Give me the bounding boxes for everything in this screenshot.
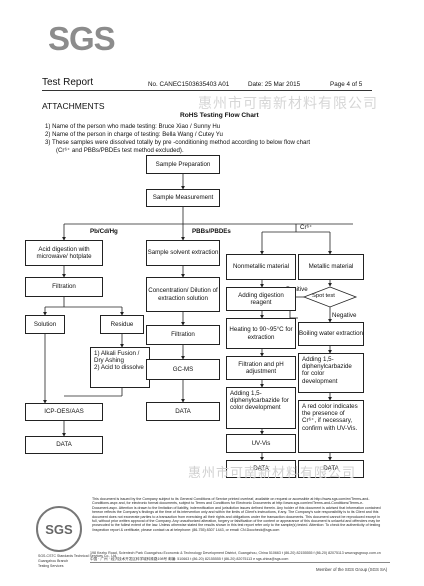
flow-chart-title: RoHS Testing Flow Chart [180,112,259,119]
watermark-top: 惠州市可南新材料有限公司 [198,95,378,111]
solution-box: Solution [25,315,65,334]
report-date: Date: 25 Mar 2015 [248,81,301,88]
sgs-logo: SGS [48,20,116,57]
seal-logo-text: SGS [45,521,73,537]
watermark-bottom: 惠州市可南新材料有限公司 [188,465,357,480]
metallic-material-box: Metallic material [298,254,364,280]
data-box-4: DATA [298,460,364,478]
seal-line-1: SGS-CSTC Standards Technical Services Co… [38,554,118,558]
note-1: 1) Name of the person who made testing: … [45,123,221,130]
note-2: 2) Name of the person in charge of testi… [45,131,223,138]
report-title: Test Report [42,77,94,88]
header-divider [42,90,372,91]
label-positive: Positive [286,286,308,293]
alkali-fusion-box: 1) Alkali Fusion / Dry Ashing 2) Acid to… [90,347,150,388]
note-4: (Cr⁶⁺ and PBBs/PBDEs test method exclude… [56,147,184,154]
filtration-ph-box: Filtration and pH adjustment [226,356,296,380]
heating-extraction-box: Heating to 90~95°C for extraction [226,318,296,349]
sample-preparation-box: Sample Preparation [146,155,220,174]
seal-line-3: Testing Services [38,564,64,568]
uv-vis-box: UV-Vis [226,434,296,453]
solvent-extraction-box: Sample solvent extraction [146,240,220,266]
footer-disclaimer: This document is issued by the Company s… [92,497,381,532]
adding-digestion-reagent-box: Adding digestion reagent [226,287,296,311]
footer-address-cn: 中国 · 广州 · 经济技术开发区科学城科珠路198号 邮编: 510663 t… [90,557,289,561]
spot-test-label: Spot test [312,293,335,299]
filtration-box-2: Filtration [146,325,220,345]
member-line: Member of the SGS Group (SGS SA) [316,567,388,572]
data-box-3: DATA [226,460,296,478]
label-negative: Negative [332,312,357,319]
data-box-2: DATA [146,402,220,421]
boiling-water-box: Boiling water extraction [298,322,364,346]
nonmetallic-material-box: Nonmetallic material [226,254,296,280]
gc-ms-box: GC-MS [146,359,220,380]
filtration-box-1: Filtration [25,277,103,297]
label-pb-cd-hg: Pb/Cd/Hg [90,228,118,235]
attachments-heading: ATTACHMENTS [42,101,105,111]
footer-divider [90,562,390,563]
report-number: No. CANEC1503635403 A01 [148,81,230,88]
adding-diphenylcarbazide-box-1: Adding 1,5-diphenylcarbazide for color d… [226,387,296,429]
label-cr6: Cr⁶⁺ [300,224,313,231]
seal-line-2: Guangzhou Branch [38,559,69,563]
acid-digestion-box: Acid digestion with microwave/ hotplate [25,240,103,266]
adding-diphenylcarbazide-box-2: Adding 1,5-diphenylcarbazide for color d… [298,353,364,393]
label-pbbs-pbdes: PBBs/PBDEs [192,228,231,235]
data-box-1: DATA [25,436,103,454]
red-color-box: A red color indicates the presence of Cr… [298,400,364,453]
sgs-seal: SGS [36,506,82,552]
sample-measurement-box: Sample Measurement [146,189,220,207]
note-3: 3) These samples were dissolved totally … [45,139,311,146]
concentration-box: Concentration/ Dilution of extraction so… [146,277,220,312]
footer-address-en: 198 Kezhu Road, Scientech Park Guangzhou… [90,551,381,555]
page-number: Page 4 of 5 [330,81,363,88]
residue-box: Residue [100,315,144,334]
icp-oes-box: ICP-OES/AAS [25,403,103,421]
